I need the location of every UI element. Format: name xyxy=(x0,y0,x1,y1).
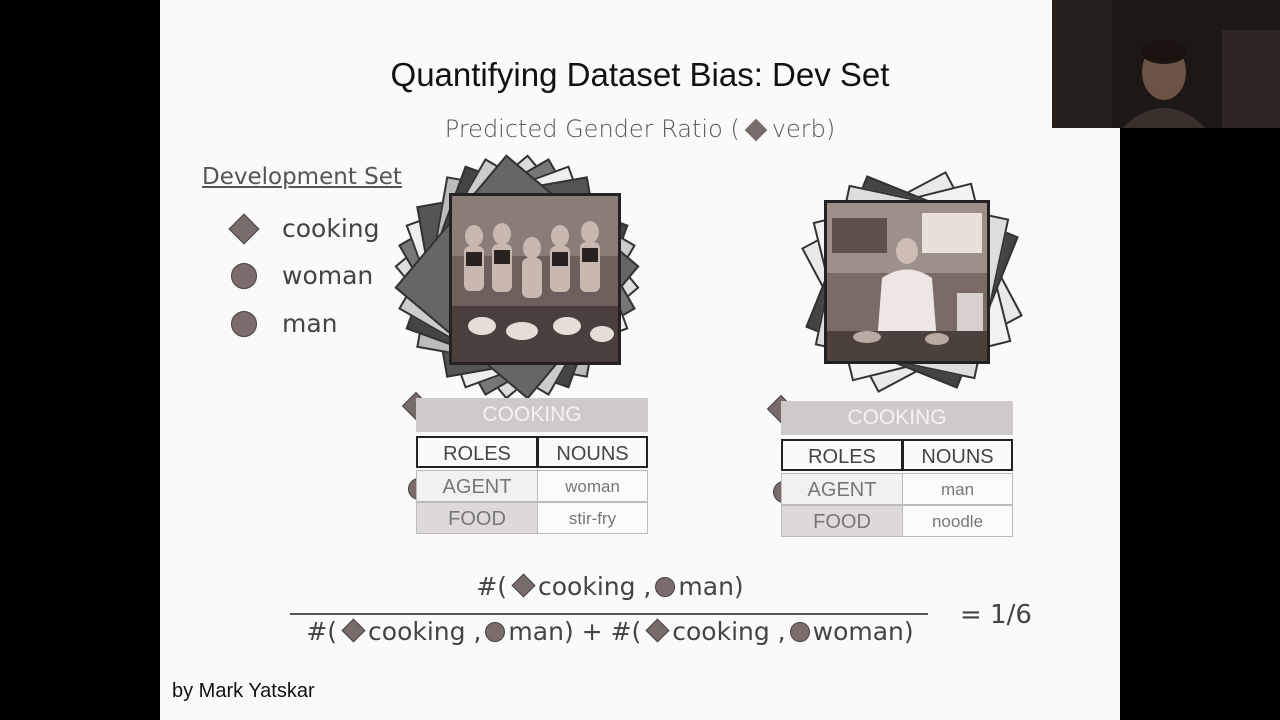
webcam-video xyxy=(1052,0,1280,128)
diamond-icon xyxy=(744,118,768,142)
col-roles: ROLES xyxy=(781,439,903,471)
credit-text: by Mark Yatskar xyxy=(172,680,315,702)
formula-text: man) xyxy=(508,617,574,646)
circle-icon xyxy=(655,577,676,597)
role-cell: AGENT xyxy=(416,470,538,502)
formula-text: #( xyxy=(306,617,338,646)
circle-icon xyxy=(231,310,257,337)
frame-verb: COOKING xyxy=(781,401,1013,435)
formula-result: = 1/6 xyxy=(960,600,1032,630)
circle-icon xyxy=(231,262,257,289)
circle-icon xyxy=(789,622,810,642)
noun-cell: noodle xyxy=(902,505,1013,537)
role-cell: FOOD xyxy=(781,505,903,537)
formula-text: woman) xyxy=(812,617,914,646)
legend-label: cooking xyxy=(282,214,380,243)
subtitle-prefix: Predicted Gender Ratio ( xyxy=(444,115,740,143)
diamond-icon xyxy=(341,618,366,643)
formula-text: #( xyxy=(610,617,642,646)
subtitle-suffix: verb) xyxy=(771,115,836,143)
legend-label: man xyxy=(282,309,338,338)
cooking-photo-women xyxy=(449,193,621,365)
noun-cell: stir-fry xyxy=(537,502,648,534)
role-cell: AGENT xyxy=(781,473,903,505)
formula-text: + xyxy=(581,617,603,646)
legend-item-man: man xyxy=(230,309,338,338)
diamond-icon xyxy=(645,618,670,643)
noun-cell: woman xyxy=(537,470,648,502)
formula-text: cooking , xyxy=(538,572,652,601)
cooking-photo-man xyxy=(824,200,990,364)
circle-icon xyxy=(485,622,506,642)
legend-title: Development Set xyxy=(202,164,402,190)
diamond-icon xyxy=(228,212,260,245)
col-nouns: NOUNS xyxy=(537,436,648,468)
legend-label: woman xyxy=(282,261,374,290)
diamond-icon xyxy=(511,573,536,598)
col-roles: ROLES xyxy=(416,436,538,468)
fraction-bar xyxy=(290,613,928,615)
slide-subtitle: Predicted Gender Ratio ( verb) xyxy=(160,115,1120,143)
frame-verb: COOKING xyxy=(416,398,648,432)
frame-table-right: COOKING ROLES NOUNS AGENT man FOOD noodl… xyxy=(765,394,1015,541)
formula-text: man) xyxy=(678,572,744,601)
slide-title: Quantifying Dataset Bias: Dev Set xyxy=(390,56,890,93)
formula-denominator: #( cooking , man) + #( cooking , woman) xyxy=(270,617,950,646)
legend-item-woman: woman xyxy=(230,261,373,290)
legend-item-cooking: cooking xyxy=(228,212,380,245)
noun-cell: man xyxy=(902,473,1013,505)
formula-numerator: #( cooking , man) xyxy=(290,572,930,601)
formula-text: #( xyxy=(476,572,508,601)
col-nouns: NOUNS xyxy=(902,439,1013,471)
frame-table-left: COOKING ROLES NOUNS AGENT woman FOOD sti… xyxy=(400,391,650,538)
role-cell: FOOD xyxy=(416,502,538,534)
formula-text: cooking , xyxy=(368,617,482,646)
formula-text: cooking , xyxy=(672,617,786,646)
slide: Quantifying Dataset Bias: Dev Set Predic… xyxy=(160,0,1120,720)
